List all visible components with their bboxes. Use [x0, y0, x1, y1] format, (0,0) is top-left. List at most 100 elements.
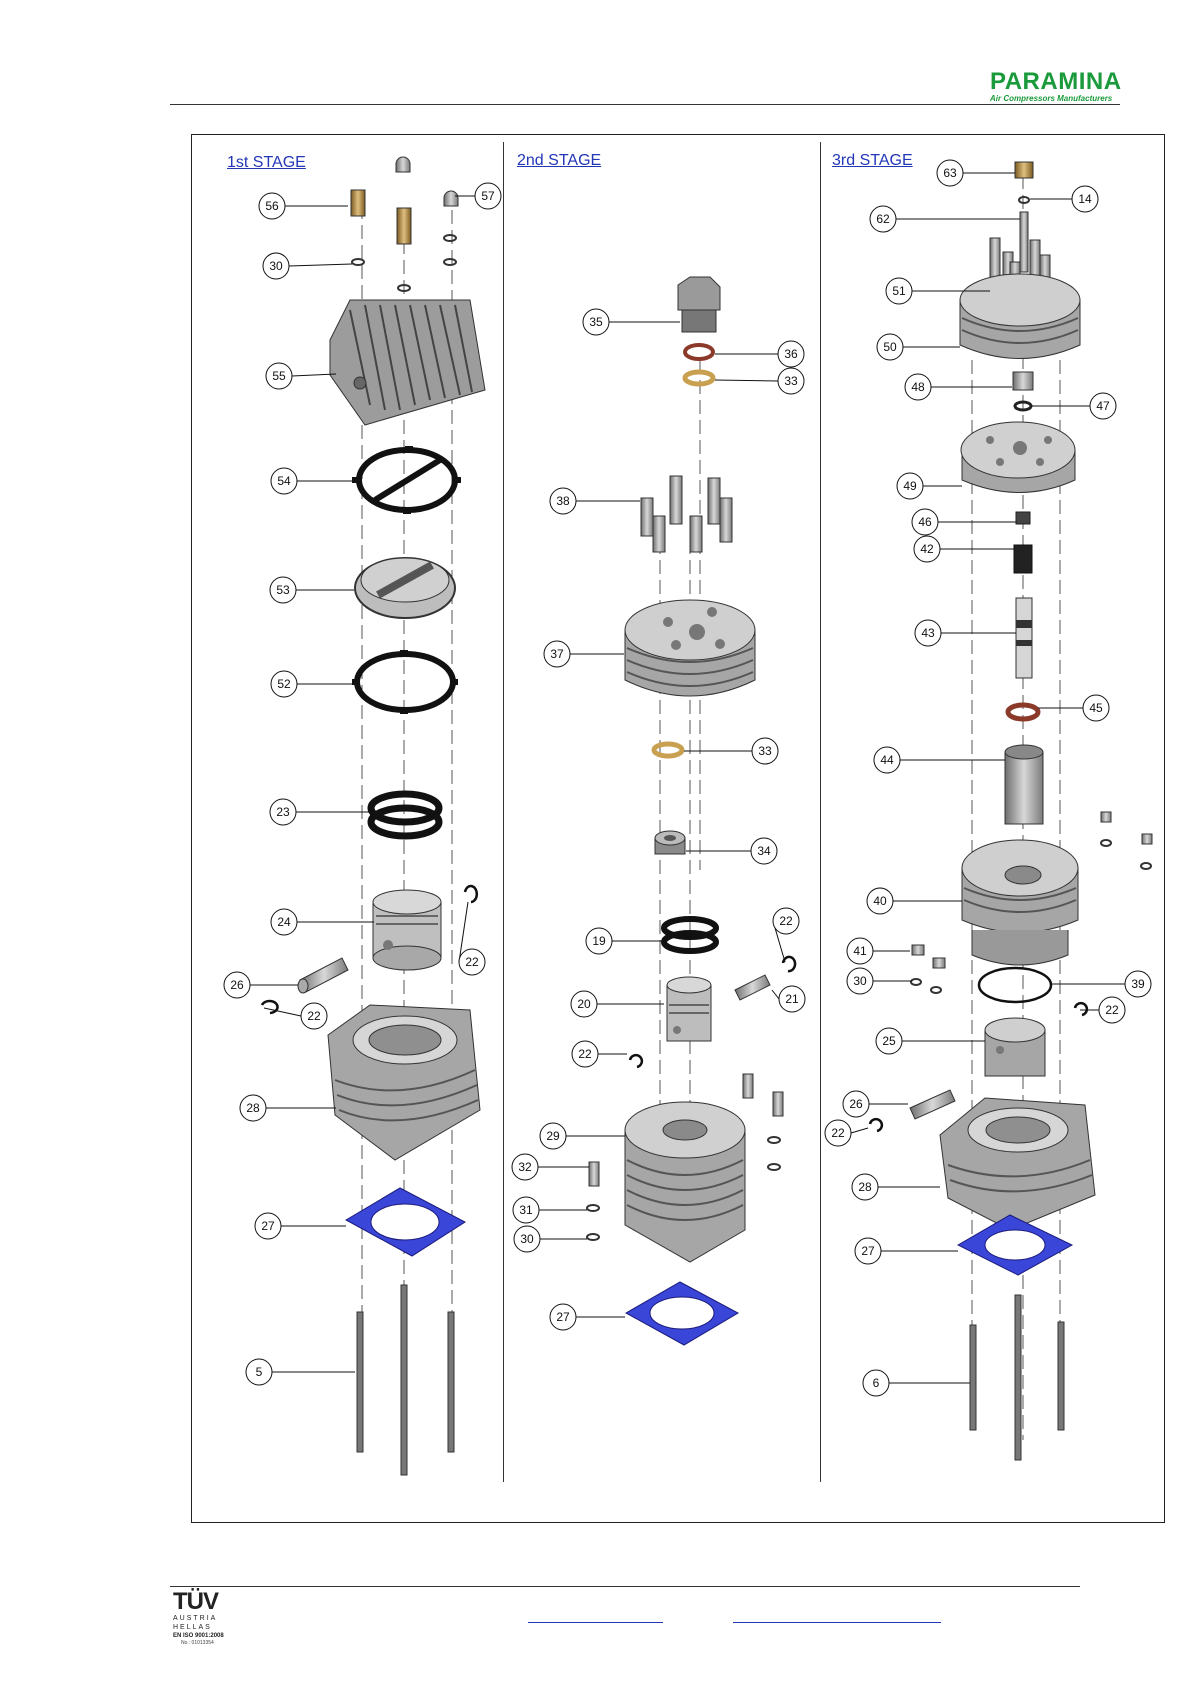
- callout-stage2-22: 22: [773, 908, 799, 962]
- callout-number: 53: [276, 583, 290, 597]
- callout-number: 48: [911, 380, 925, 394]
- callout-number: 50: [883, 340, 897, 354]
- callout-stage2-37: 37: [544, 641, 624, 667]
- callout-number: 49: [903, 479, 917, 493]
- part-38-cap-screws: [641, 476, 732, 552]
- callout-stage1-23: 23: [270, 799, 370, 825]
- callout-number: 35: [589, 315, 603, 329]
- part-14-washer: [1019, 197, 1029, 203]
- part-29-cylinder: [625, 1102, 745, 1262]
- callout-stage2-19: 19: [586, 928, 662, 954]
- part-bolt: [773, 1092, 783, 1116]
- washer: [444, 235, 456, 241]
- callout-stage3-22: 22: [825, 1120, 868, 1146]
- callout-stage3-47: 47: [1032, 393, 1116, 419]
- callout-number: 57: [481, 189, 495, 203]
- part-6-stud: [1058, 1322, 1064, 1430]
- callout-stage1-57: 57: [455, 183, 501, 209]
- callout-stage1-28: 28: [240, 1095, 336, 1121]
- callout-stage3-46: 46: [912, 509, 1016, 535]
- callout-stage3-63: 63: [937, 160, 1015, 186]
- callout-number: 25: [882, 1034, 896, 1048]
- callout-stage3-22: 22: [1080, 997, 1125, 1023]
- callout-number: 55: [272, 369, 286, 383]
- callout-number: 23: [276, 805, 290, 819]
- callout-stage2-22: 22: [572, 1041, 627, 1067]
- callout-stage2-32: 32: [512, 1154, 589, 1180]
- callout-number: 24: [277, 915, 291, 929]
- callout-number: 62: [876, 212, 890, 226]
- part-55-cylinder-head: [330, 300, 485, 425]
- part-36-o-ring: [685, 345, 713, 359]
- tuv-certification-mark: TÜV AUSTRIA HELLAS EN ISO 9001:2008 No.:…: [173, 1590, 243, 1650]
- footer-rule: [170, 1586, 1080, 1587]
- part-27-cylinder-gasket: [626, 1282, 738, 1345]
- part-nut: [1101, 812, 1111, 822]
- part-30-washer: [587, 1234, 599, 1240]
- callout-stage3-41: 41: [847, 938, 910, 964]
- callout-number: 47: [1096, 399, 1110, 413]
- callout-stage1-55: 55: [266, 363, 336, 389]
- callout-number: 19: [592, 934, 606, 948]
- callout-number: 27: [556, 1310, 570, 1324]
- callout-number: 36: [784, 347, 798, 361]
- part-22-circlip: [630, 1055, 642, 1067]
- part-22-circlip: [783, 957, 795, 971]
- callout-stage1-30: 30: [263, 253, 352, 279]
- callout-stage3-40: 40: [867, 888, 962, 914]
- part-5-stud: [448, 1312, 454, 1452]
- callout-stage1-22: 22: [459, 902, 485, 975]
- callout-number: 28: [858, 1180, 872, 1194]
- part-26-piston-pin: [910, 1090, 955, 1119]
- callout-number: 41: [853, 944, 867, 958]
- part-53-valve-plate: [355, 558, 455, 618]
- callout-stage1-53: 53: [270, 577, 354, 603]
- part-33-washer: [685, 372, 713, 384]
- part-28-cylinder: [940, 1098, 1095, 1230]
- callout-stage1-27: 27: [255, 1213, 346, 1239]
- part-33-washer: [654, 744, 682, 756]
- part-23-piston-ring: [371, 794, 439, 836]
- callout-number: 20: [577, 997, 591, 1011]
- washer: [768, 1137, 780, 1143]
- part-27-cylinder-gasket: [958, 1215, 1072, 1275]
- callout-number: 22: [307, 1009, 321, 1023]
- part-40-cylinder-head: [962, 840, 1078, 965]
- part-22-circlip: [1075, 1003, 1087, 1015]
- leader-line: [292, 374, 336, 376]
- part-cap-nut: [396, 157, 410, 172]
- part-27-cylinder-gasket: [346, 1188, 465, 1256]
- footer-link-1[interactable]: [528, 1622, 663, 1623]
- part-32-bolt: [589, 1162, 599, 1186]
- callout-number: 28: [246, 1101, 260, 1115]
- callout-stage3-42: 42: [914, 536, 1014, 562]
- callout-number: 22: [465, 955, 479, 969]
- part-41-nut: [912, 945, 924, 955]
- part-50-cylinder-head: [960, 274, 1080, 359]
- callout-stage2-36: 36: [715, 341, 804, 367]
- part-30-washer: [911, 979, 921, 985]
- part-43-valve-piston: [1016, 598, 1032, 678]
- callout-stage1-52: 52: [271, 671, 356, 697]
- callout-number: 63: [943, 166, 957, 180]
- part-63-cap: [1015, 162, 1033, 178]
- cert-number: No.: 01013354: [173, 1640, 243, 1647]
- callout-stage2-30: 30: [514, 1226, 587, 1252]
- part-24-piston: [373, 890, 441, 970]
- callout-stage2-38: 38: [550, 488, 640, 514]
- callout-number: 14: [1078, 192, 1092, 206]
- part-54-valve-gasket: [352, 446, 461, 514]
- part-49-valve-body: [961, 422, 1075, 493]
- callout-stage3-45: 45: [1038, 695, 1109, 721]
- footer-link-2[interactable]: [733, 1622, 941, 1623]
- part-22-circlip: [465, 886, 477, 902]
- washer: [1101, 840, 1111, 846]
- callout-number: 51: [892, 284, 906, 298]
- callout-stage1-56: 56: [259, 193, 348, 219]
- leader-line: [715, 380, 778, 381]
- part-44-sleeve: [1005, 745, 1043, 824]
- part-46-nut: [1016, 512, 1030, 524]
- callout-stage3-28: 28: [852, 1174, 940, 1200]
- part-6-stud: [1015, 1295, 1021, 1460]
